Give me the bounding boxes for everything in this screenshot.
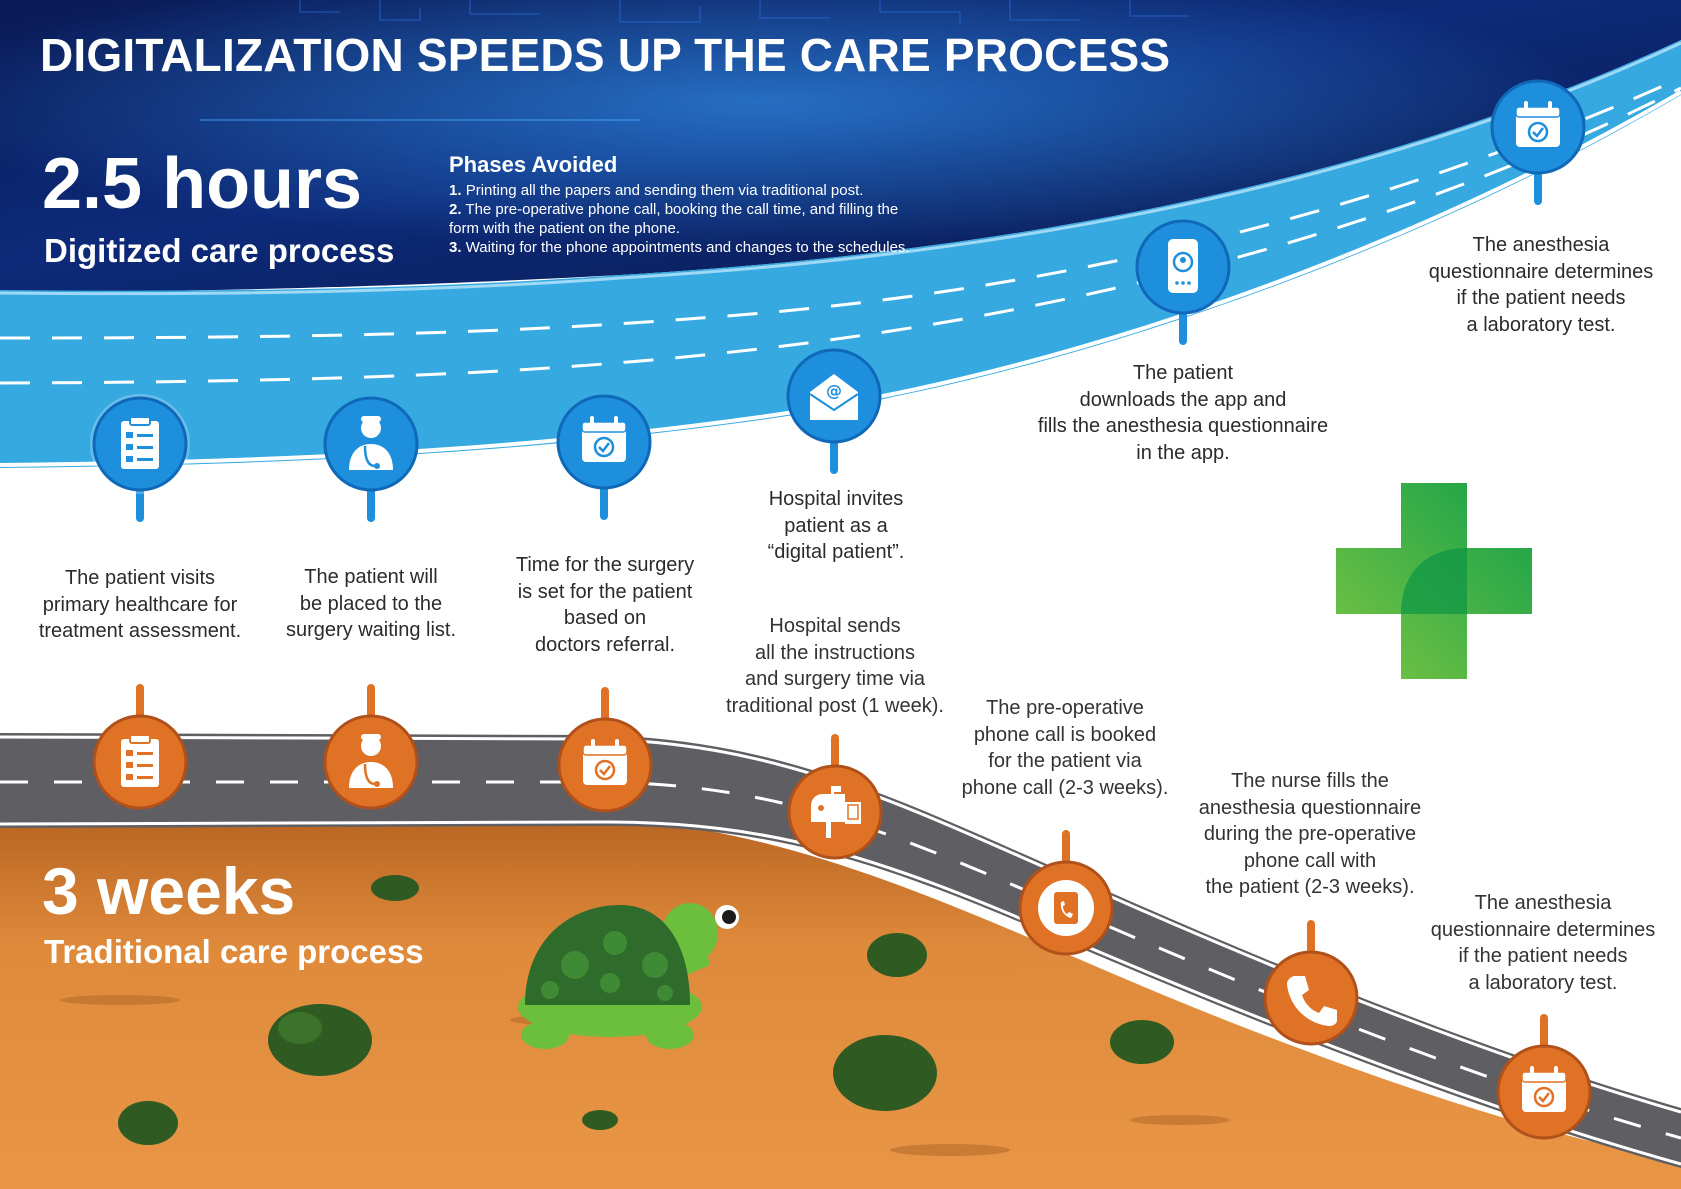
turtle-icon [518, 903, 739, 1049]
phone-icon [1287, 976, 1337, 1026]
phase-item: 2. The pre-operative phone call, booking… [449, 201, 899, 237]
clipboard-icon [121, 416, 159, 469]
traditional-step-caption: Hospital sends all the instructions and … [726, 615, 944, 717]
digital-step-pin [1135, 219, 1231, 345]
traditional-step-caption: The nurse fills the anesthesia questionn… [1198, 770, 1422, 898]
mobile-app-icon [1168, 239, 1198, 293]
digital-road-lanes [0, 76, 1681, 385]
phase-item: 1. Printing all the papers and sending t… [449, 182, 864, 199]
calendar-icon [1515, 101, 1561, 147]
calendar-icon [1521, 1066, 1567, 1112]
page-title: DIGITALIZATION SPEEDS UP THE CARE PROCES… [40, 29, 1171, 81]
digital-duration: 2.5 hours [42, 144, 363, 224]
desert-bushes [118, 875, 1174, 1145]
digital-step-pin [90, 394, 190, 522]
doctor-icon [349, 416, 393, 470]
digital-step-caption: The anesthesia questionnaire determines … [1428, 234, 1654, 336]
traditional-step-pin [557, 687, 653, 813]
digital-step-pin [556, 394, 652, 520]
digital-step-caption: The patient will be placed to the surger… [285, 566, 457, 641]
calendar-icon [582, 739, 628, 785]
digital-step-pin [323, 396, 419, 522]
doctor-icon [349, 734, 393, 788]
phases-title: Phases Avoided [449, 152, 618, 177]
digital-step-caption: The patient visits primary healthcare fo… [38, 567, 242, 642]
traditional-step-pin [323, 684, 419, 810]
digital-road [0, 40, 1681, 468]
desert-ground [0, 818, 1681, 1189]
traditional-duration: 3 weeks [42, 854, 296, 928]
digital-step-caption: The patient downloads the app and fills … [1037, 362, 1329, 464]
traditional-step-caption: The pre-operative phone call is booked f… [961, 697, 1169, 799]
clipboard-icon [121, 734, 159, 787]
email-icon: @ [809, 374, 859, 420]
phase-item: 3. Waiting for the phone appointments an… [449, 239, 910, 256]
traditional-step-pin [92, 684, 188, 810]
traditional-step-pin [1018, 830, 1114, 956]
phases-avoided-box: Phases Avoided 1. Printing all the paper… [449, 152, 919, 257]
calendar-icon [581, 416, 627, 462]
digital-step-pin: @ [786, 348, 882, 474]
traditional-step-pin [1263, 920, 1359, 1046]
circuit-pattern [200, 0, 1190, 121]
traditional-step-caption: The anesthesia questionnaire determines … [1430, 892, 1656, 994]
traditional-step-pin [1496, 1014, 1592, 1140]
phone-book-icon [1038, 880, 1094, 936]
medical-cross-icon [1336, 483, 1532, 679]
traditional-label: Traditional care process [44, 933, 424, 970]
digital-step-caption: Hospital invites patient as a “digital p… [767, 488, 905, 563]
digital-step-pin [1490, 79, 1586, 205]
digital-step-caption: Time for the surgery is set for the pati… [515, 554, 695, 656]
digital-label: Digitized care process [44, 232, 395, 269]
svg-text:@: @ [826, 381, 842, 400]
traditional-step-pin [787, 734, 883, 860]
mailbox-icon [811, 786, 861, 838]
